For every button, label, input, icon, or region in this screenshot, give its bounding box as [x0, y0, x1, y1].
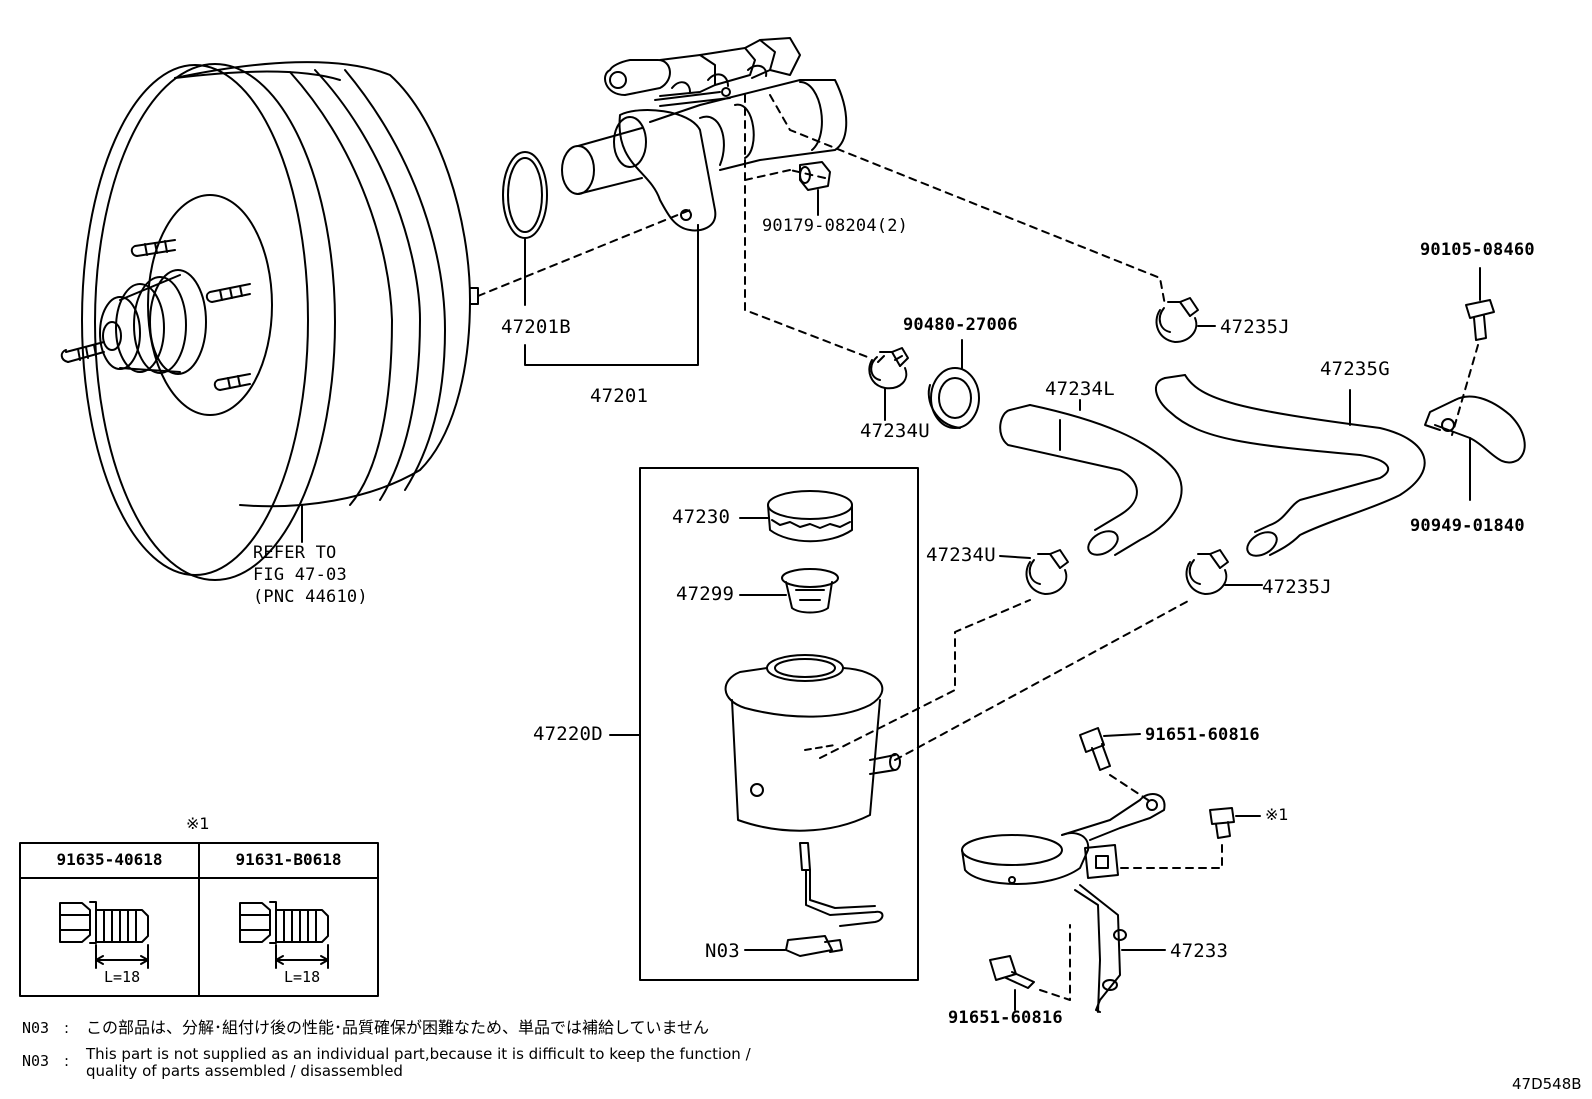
bolt-spec-table: [19, 842, 379, 997]
callout-47235j-mid: 47235J: [1262, 576, 1332, 598]
callout-47233: 47233: [1170, 940, 1229, 962]
callout-47234l: 47234L: [1045, 378, 1115, 400]
callout-47234u-top: 47234U: [860, 420, 930, 442]
hose-47235g-illustration: [1155, 374, 1426, 557]
callout-47235j-top: 47235J: [1220, 316, 1290, 338]
note-jp-sep: :: [64, 1019, 70, 1037]
reservoir-assembly-box: [639, 467, 919, 981]
bolt-91651-bottom-illustration: [989, 924, 1071, 1011]
master-cylinder-illustration: [561, 37, 848, 232]
callout-90179-08204: 90179-08204(2): [762, 216, 909, 236]
callout-47235g: 47235G: [1320, 358, 1390, 380]
brake-booster-illustration: [60, 61, 479, 581]
clamp-47235j-top-illustration: [1155, 297, 1216, 343]
refer-to-line1: REFER TO: [253, 543, 337, 563]
callout-n03: N03: [705, 940, 740, 962]
bolt-table-mark: ※1: [186, 814, 210, 833]
grommet-90179-illustration: [744, 161, 831, 216]
hose-47234l-illustration: [999, 399, 1183, 556]
reservoir-cap-illustration: [739, 490, 853, 543]
callout-ref1: ※1: [1265, 805, 1289, 824]
bolt-91651-top-illustration: [1079, 727, 1149, 801]
note-jp-code: N03: [22, 1019, 50, 1037]
callout-47201: 47201: [590, 385, 649, 407]
bracket-47233-illustration: [961, 793, 1166, 1013]
callout-47220d: 47220D: [533, 723, 603, 745]
hose-clamp-90949-illustration: [1424, 395, 1526, 501]
note-en-code: N03: [22, 1052, 50, 1070]
figure-code: 47D548B: [1512, 1075, 1582, 1093]
refer-to-line3: (PNC 44610): [253, 587, 368, 607]
grommet-90480-illustration: [927, 339, 980, 429]
callout-90480-27006: 90480-27006: [903, 315, 1018, 335]
note-en-sep: :: [64, 1052, 70, 1070]
bolt-table-col2-part: 91631-B0618: [235, 850, 342, 869]
note-en-line1: This part is not supplied as an individu…: [86, 1045, 751, 1063]
bolt-table-col2-dim: L=18: [284, 968, 321, 986]
callout-91651-60816-bottom: 91651-60816: [948, 1008, 1063, 1028]
callout-47234u-mid: 47234U: [926, 544, 996, 566]
note-en-line2: quality of parts assembled / disassemble…: [86, 1062, 403, 1080]
callout-90949-01840: 90949-01840: [1410, 516, 1525, 536]
callout-47299: 47299: [676, 583, 735, 605]
clamp-47234u-mid-illustration: [999, 549, 1069, 595]
bolt-table-col1-dim: L=18: [104, 968, 141, 986]
reservoir-tank-illustration: [724, 654, 901, 832]
callout-91651-60816-top: 91651-60816: [1145, 725, 1260, 745]
note-jp-text: この部品は、分解･組付け後の性能･品質確保が困難なため、単品では補給していません: [86, 1018, 710, 1037]
clamp-47234u-top-illustration: [868, 347, 909, 421]
callout-90105-08460: 90105-08460: [1420, 240, 1535, 260]
callout-47201b: 47201B: [501, 316, 571, 338]
bolt-table-col1-part: 91635-40618: [56, 850, 163, 869]
bolt-90105-illustration: [1451, 267, 1495, 436]
clamp-47235j-mid-illustration: [1185, 549, 1263, 595]
level-sensor-n03-illustration: [744, 842, 884, 957]
o-ring-illustration: [502, 151, 548, 239]
callout-47230: 47230: [672, 506, 731, 528]
strainer-47299-illustration: [739, 568, 839, 614]
refer-to-line2: FIG 47-03: [253, 565, 347, 585]
bolt-ref1-illustration: [1119, 807, 1261, 869]
